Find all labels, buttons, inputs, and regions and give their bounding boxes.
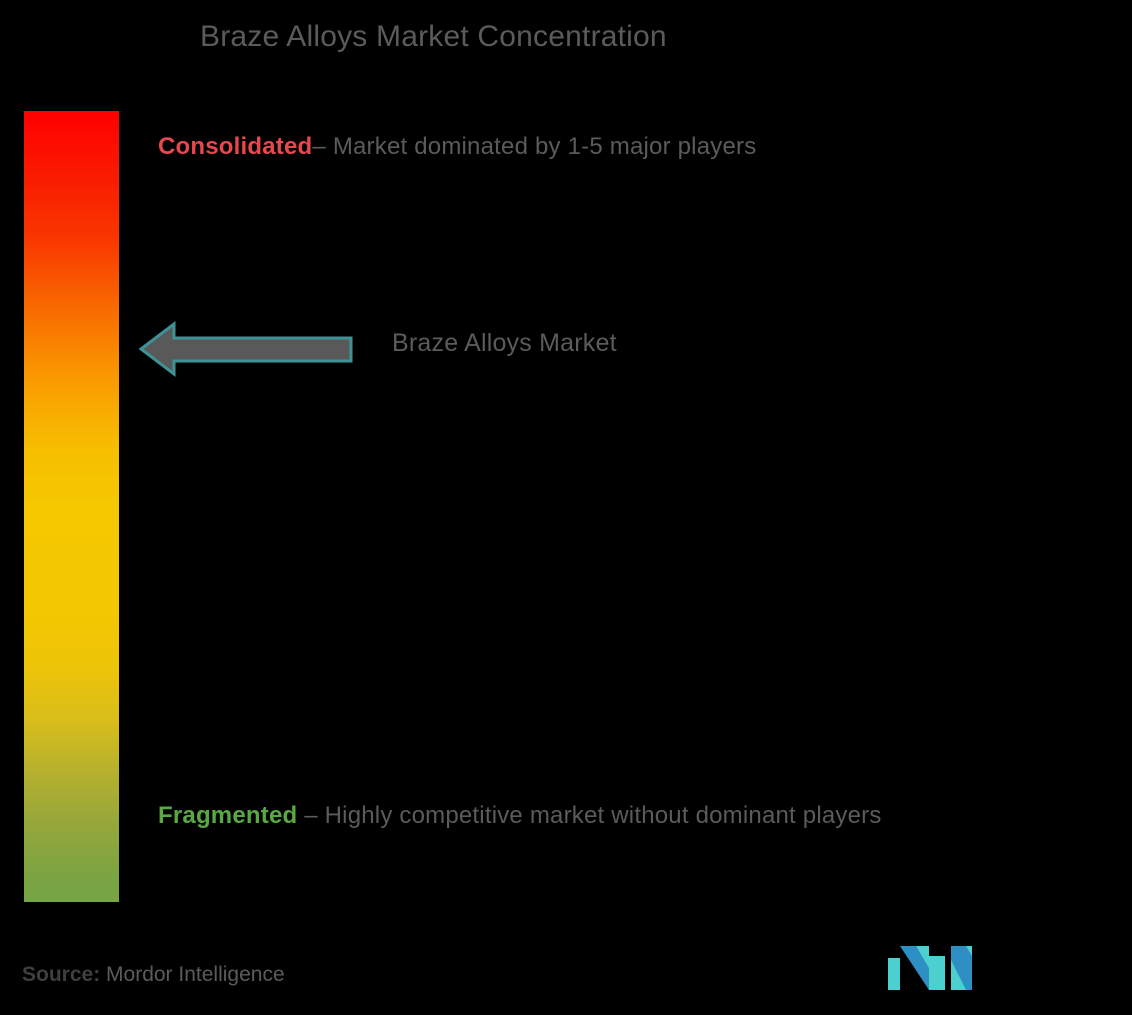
- legend-consolidated-description: – Market dominated by 1-5 major players: [312, 133, 757, 160]
- page-title: Braze Alloys Market Concentration: [200, 20, 667, 53]
- market-position-marker: [138, 320, 354, 378]
- left-arrow-icon: [138, 320, 353, 378]
- concentration-gradient-bar: [24, 111, 119, 902]
- legend-fragmented-term: Fragmented: [158, 802, 298, 829]
- source-value: Mordor Intelligence: [106, 963, 285, 986]
- legend-consolidated: Consolidated– Market dominated by 1-5 ma…: [158, 131, 756, 162]
- mi-logo-icon: [888, 946, 972, 990]
- source-attribution: Source: Mordor Intelligence: [22, 963, 285, 987]
- mordor-intelligence-logo: [888, 946, 972, 990]
- market-position-label: Braze Alloys Market: [392, 329, 617, 357]
- source-label: Source:: [22, 963, 101, 986]
- legend-fragmented-description: – Highly competitive market without domi…: [297, 802, 882, 829]
- legend-consolidated-term: Consolidated: [158, 133, 313, 160]
- legend-fragmented: Fragmented – Highly competitive market w…: [158, 795, 1018, 836]
